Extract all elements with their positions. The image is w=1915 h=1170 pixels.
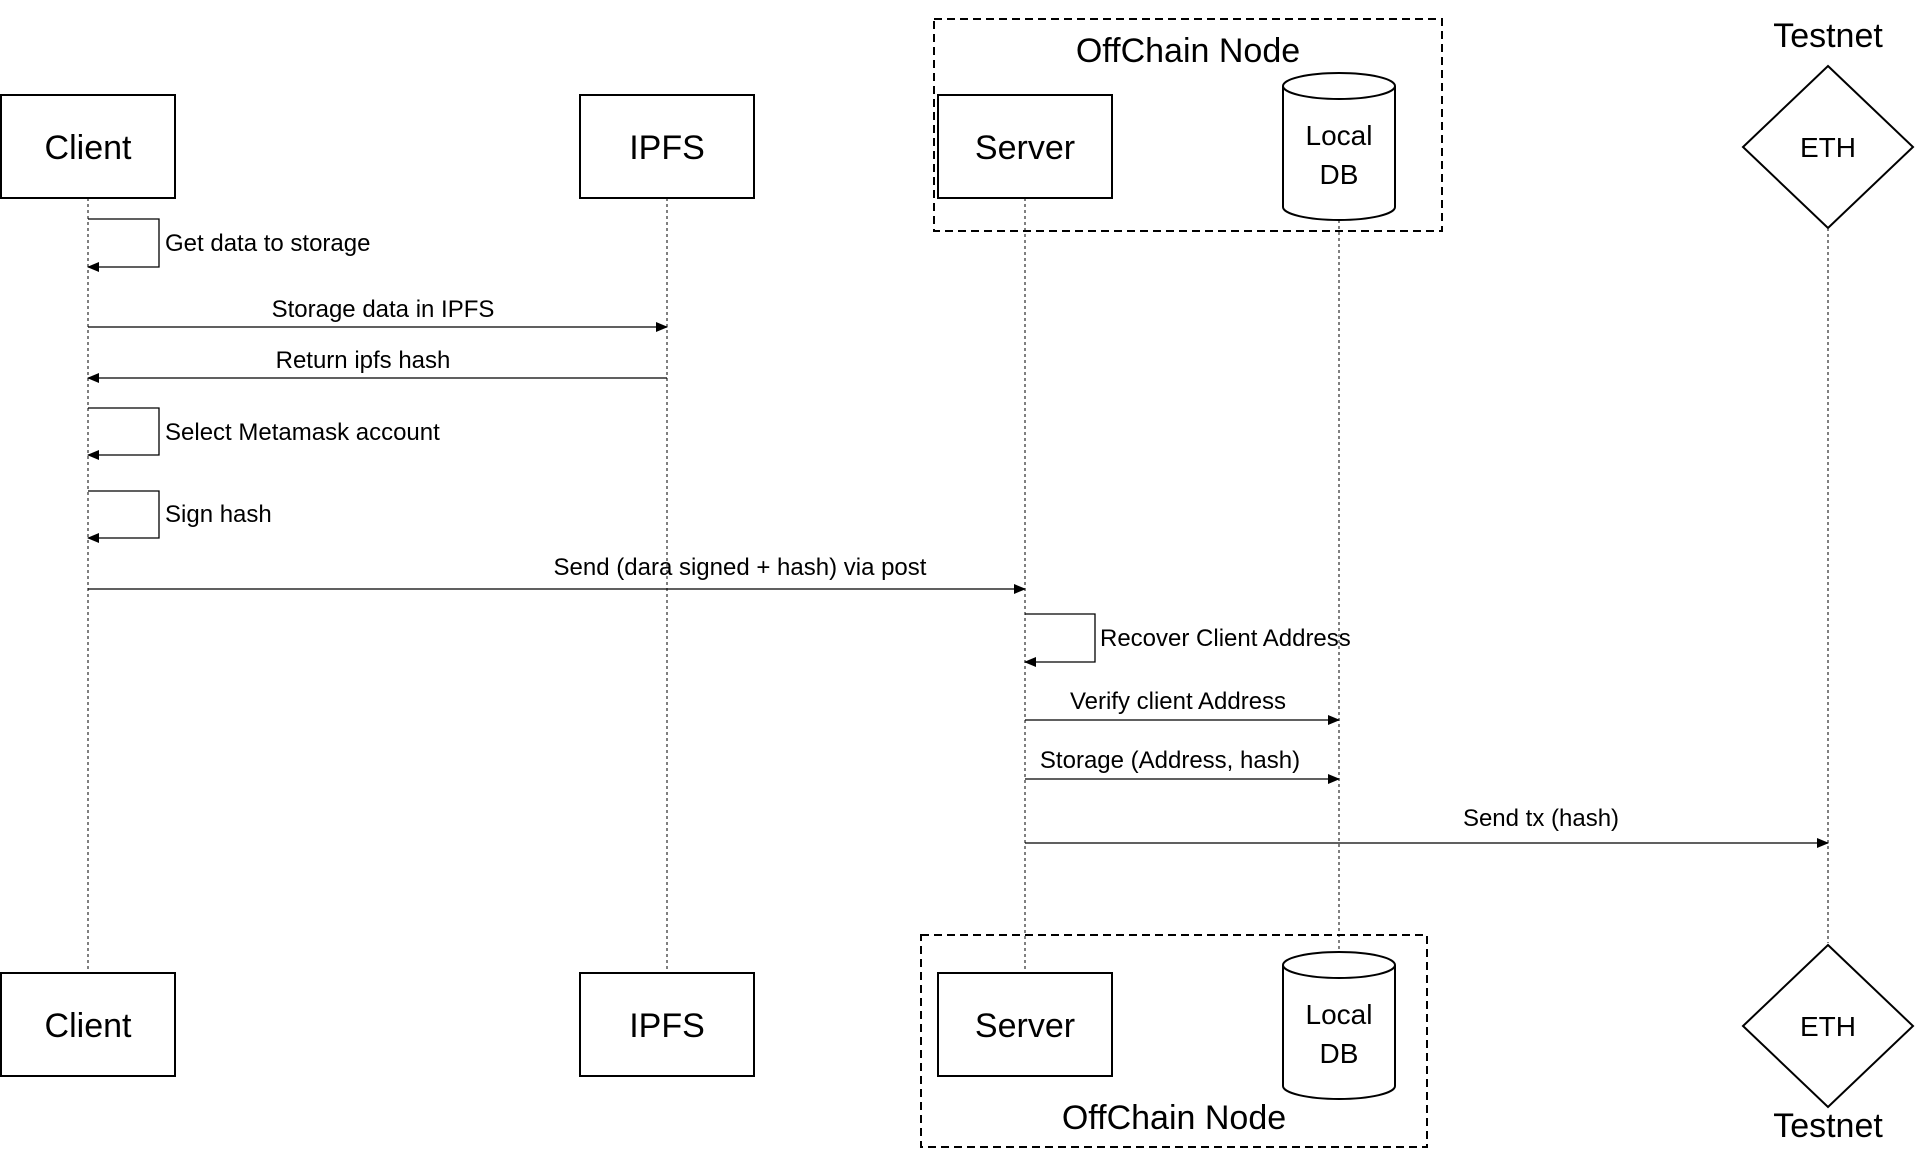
message-label: Recover Client Address	[1100, 625, 1351, 652]
message-arrow	[87, 407, 160, 460]
client-label-top: Client	[45, 129, 132, 167]
testnet-label-bottom: Testnet	[1773, 1107, 1883, 1145]
message-arrow	[1024, 613, 1096, 667]
message-label: Storage (Address, hash)	[1040, 747, 1300, 774]
local-db-label-line2-bottom: DB	[1320, 1038, 1359, 1069]
local-db-cylinder-bottom: Local DB	[1282, 951, 1396, 1100]
client-actor-top	[0, 94, 176, 199]
eth-label-top: ETH	[1800, 132, 1856, 163]
server-label-bottom: Server	[975, 1007, 1075, 1045]
offchain-node-group-top	[933, 18, 1443, 232]
testnet-label-top: Testnet	[1773, 17, 1883, 55]
message-arrow	[87, 218, 160, 272]
ipfs-label-top: IPFS	[629, 129, 705, 167]
offchain-node-label-bottom: OffChain Node	[1062, 1099, 1286, 1137]
ipfs-label-bottom: IPFS	[629, 1007, 705, 1045]
ipfs-actor-bottom	[579, 972, 755, 1077]
message-label: Select Metamask account	[165, 419, 440, 446]
message-label: Send tx (hash)	[1463, 805, 1619, 832]
eth-label-bottom: ETH	[1800, 1011, 1856, 1042]
message-label: Verify client Address	[1070, 688, 1286, 715]
local-db-label-line1-bottom: Local	[1306, 999, 1373, 1030]
local-db-label-line1-top: Local	[1306, 120, 1373, 151]
message-label: Send (dara signed + hash) via post	[554, 554, 927, 581]
ipfs-actor-top	[579, 94, 755, 199]
message-arrow	[87, 490, 160, 543]
offchain-node-group-bottom	[920, 934, 1428, 1148]
client-actor-bottom	[0, 972, 176, 1077]
local-db-cylinder-top: Local DB	[1282, 72, 1396, 221]
message-label: Return ipfs hash	[276, 347, 451, 374]
client-label-bottom: Client	[45, 1007, 132, 1045]
offchain-node-label-top: OffChain Node	[1076, 32, 1300, 70]
server-actor-top	[937, 94, 1113, 199]
message-label: Sign hash	[165, 501, 272, 528]
message-label: Get data to storage	[165, 230, 370, 257]
server-label-top: Server	[975, 129, 1075, 167]
server-actor-bottom	[937, 972, 1113, 1077]
local-db-label-line2-top: DB	[1320, 159, 1359, 190]
message-label: Storage data in IPFS	[272, 296, 495, 323]
eth-diamond-top	[1741, 64, 1915, 230]
eth-diamond-bottom	[1741, 943, 1915, 1109]
